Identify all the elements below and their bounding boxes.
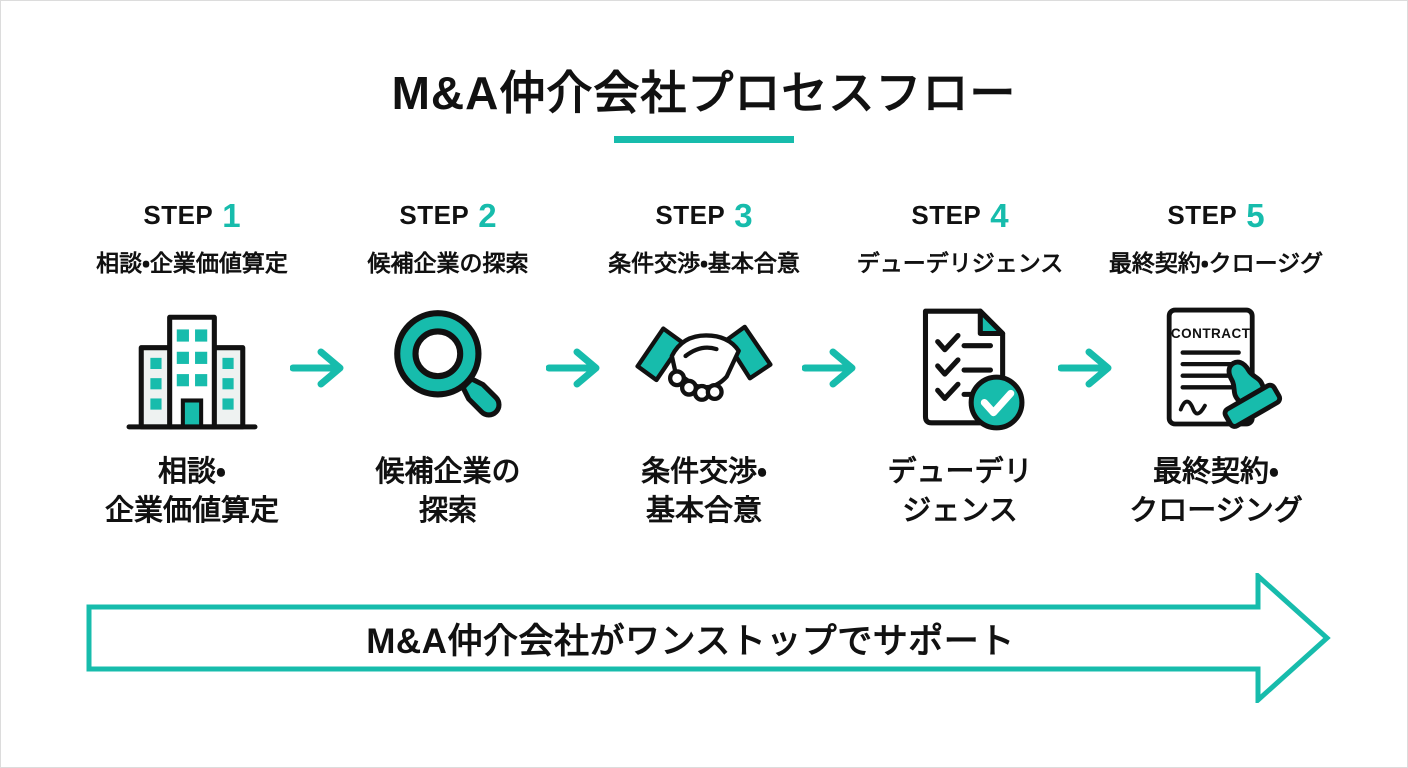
- contract-label: CONTRACT: [1171, 326, 1251, 341]
- contract-stamp-icon: CONTRACT: [1141, 293, 1291, 443]
- step-4-subtitle: デューデリジェンス: [856, 249, 1064, 276]
- step-word: STEP: [399, 200, 470, 231]
- step-column-2: STEP 2 候補企業の探索 候補企業の 探索: [350, 193, 546, 531]
- step-4-label: デューデリ ジェンス: [887, 455, 1033, 528]
- step-1-header: STEP 1: [143, 193, 240, 239]
- step-column-5: STEP 5 最終契約・クロージグ CONTRACT: [1109, 193, 1323, 531]
- step-3-header: STEP 3: [655, 193, 752, 239]
- step-1-label: 相談・ 企業価値算定: [104, 455, 279, 528]
- step-number: 3: [734, 196, 753, 234]
- step-number: 2: [478, 196, 497, 234]
- big-arrow-shape: [86, 573, 1331, 704]
- step-2-subtitle: 候補企業の探索: [367, 249, 529, 276]
- step-word: STEP: [1167, 200, 1238, 231]
- building-icon: [117, 293, 267, 443]
- step-number: 5: [1246, 196, 1265, 234]
- step-3-subtitle: 条件交渉・基本合意: [608, 249, 800, 276]
- step-number: 4: [990, 196, 1009, 234]
- arrow-right-icon: [802, 347, 862, 389]
- step-column-3: STEP 3 条件交渉・基本合意 条件交渉・ 基本合意: [606, 193, 802, 531]
- step-word: STEP: [655, 200, 726, 231]
- step-1-subtitle: 相談・企業価値算定: [96, 249, 288, 276]
- step-4-header: STEP 4: [911, 193, 1008, 239]
- step-column-1: STEP 1 相談・企業価値算定: [94, 193, 290, 531]
- checklist-icon: [885, 293, 1035, 443]
- step-2-label: 候補企業の 探索: [375, 455, 521, 528]
- title-underline: [614, 135, 794, 143]
- step-5-header: STEP 5: [1167, 193, 1264, 239]
- arrow-right-icon: [290, 347, 350, 389]
- magnifier-icon: [373, 293, 523, 443]
- page-title: M&A仲介会社プロセスフロー: [391, 67, 1017, 119]
- support-arrow-banner: M&A仲介会社がワンストップでサポート: [86, 573, 1331, 704]
- header: M&A仲介会社プロセスフロー: [1, 1, 1407, 143]
- step-2-header: STEP 2: [399, 193, 496, 239]
- step-word: STEP: [911, 200, 982, 231]
- step-3-label: 条件交渉・ 基本合意: [641, 455, 767, 528]
- arrow-right-icon: [546, 347, 606, 389]
- step-5-subtitle: 最終契約・クロージグ: [1108, 249, 1324, 276]
- step-number: 1: [222, 196, 241, 234]
- step-column-4: STEP 4 デューデリジェンス デューデリ: [857, 193, 1064, 531]
- arrow-right-icon: [1058, 347, 1118, 389]
- handshake-icon: [629, 293, 779, 443]
- step-word: STEP: [143, 200, 214, 231]
- steps-row: STEP 1 相談・企業価値算定: [94, 193, 1323, 531]
- support-banner-text: M&A仲介会社がワンストップでサポート: [366, 621, 1015, 661]
- step-5-label: 最終契約・ クロージング: [1129, 455, 1303, 528]
